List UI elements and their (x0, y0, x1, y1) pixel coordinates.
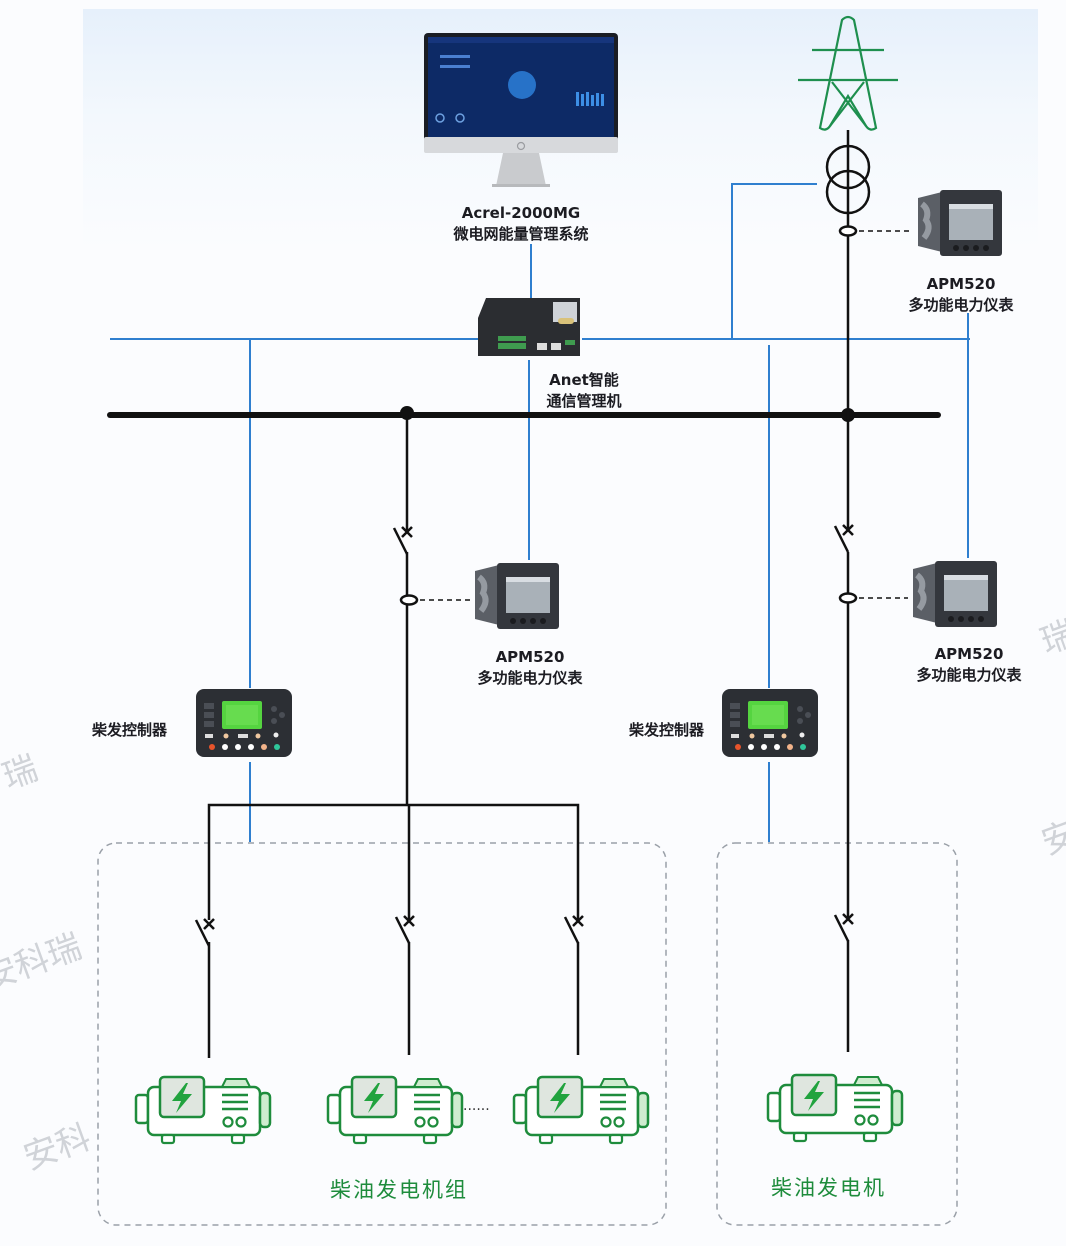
meter-feeder-1-label: APM520 多功能电力仪表 (464, 647, 596, 689)
ems-label: Acrel-2000MG 微电网能量管理系统 (420, 203, 622, 245)
gateway-label: Anet智能 通信管理机 (525, 370, 643, 412)
comm-lines (110, 183, 970, 842)
breaker-generator-2-icon (394, 914, 416, 945)
transformer-icon (825, 144, 871, 215)
diesel-generator-4-icon (766, 1073, 904, 1143)
ct-left-feeder-icon (399, 594, 419, 606)
breaker-left-feeder-icon (392, 525, 414, 556)
generator-group-label: 柴油发电机组 (330, 1178, 468, 1202)
gateway-line2: 通信管理机 (546, 392, 622, 410)
monitor-icon (424, 33, 618, 187)
busbar-junction-left (400, 406, 414, 420)
comm-to-transformer (731, 183, 817, 339)
single-generator-box (716, 842, 958, 1226)
meter-feeder-2-model: APM520 (934, 645, 1004, 663)
ct-incoming-icon (838, 225, 858, 237)
ems-name: Acrel-2000MG (461, 204, 581, 222)
ct-right-feeder-icon (838, 592, 858, 604)
current-transformers (399, 225, 913, 606)
meter-feeder-2-label: APM520 多功能电力仪表 (903, 644, 1035, 686)
meter-incoming-label: APM520 多功能电力仪表 (895, 274, 1027, 316)
diesel-generator-1-icon (134, 1075, 272, 1145)
controller-1-label: 柴发控制器 (92, 721, 168, 739)
communication-gateway-icon (478, 298, 580, 356)
genset-controller-2-icon (722, 689, 818, 757)
generator-group-box (97, 842, 667, 1226)
meter-incoming-model: APM520 (926, 275, 996, 293)
breaker-right-feeder-icon (833, 523, 855, 554)
meter-feeder-1-model: APM520 (495, 648, 565, 666)
controller-2-label: 柴发控制器 (629, 721, 705, 739)
meter-feeder-2-desc: 多功能电力仪表 (916, 666, 1022, 684)
diesel-generator-3-icon (512, 1075, 650, 1145)
breaker-generator-3-icon (563, 914, 585, 945)
generator-single-label: 柴油发电机 (771, 1176, 886, 1200)
power-lines (107, 130, 941, 1058)
transmission-tower-icon (798, 15, 898, 131)
diesel-generator-2-icon (326, 1075, 464, 1145)
power-meter-incoming-icon (918, 190, 1002, 256)
power-meter-feeder-2-icon (913, 561, 997, 627)
meter-feeder-1-desc: 多功能电力仪表 (477, 669, 583, 687)
breaker-generator-4-icon (833, 912, 855, 943)
breaker-generator-1-icon (194, 917, 216, 948)
genset-controller-1-icon (196, 689, 292, 757)
generator-distribution-bus (207, 803, 580, 920)
generator-ellipsis: ...... (463, 1098, 490, 1114)
power-meter-feeder-1-icon (475, 563, 559, 629)
meter-incoming-desc: 多功能电力仪表 (908, 296, 1014, 314)
gateway-line1: Anet智能 (549, 371, 619, 389)
ems-desc: 微电网能量管理系统 (453, 225, 589, 243)
